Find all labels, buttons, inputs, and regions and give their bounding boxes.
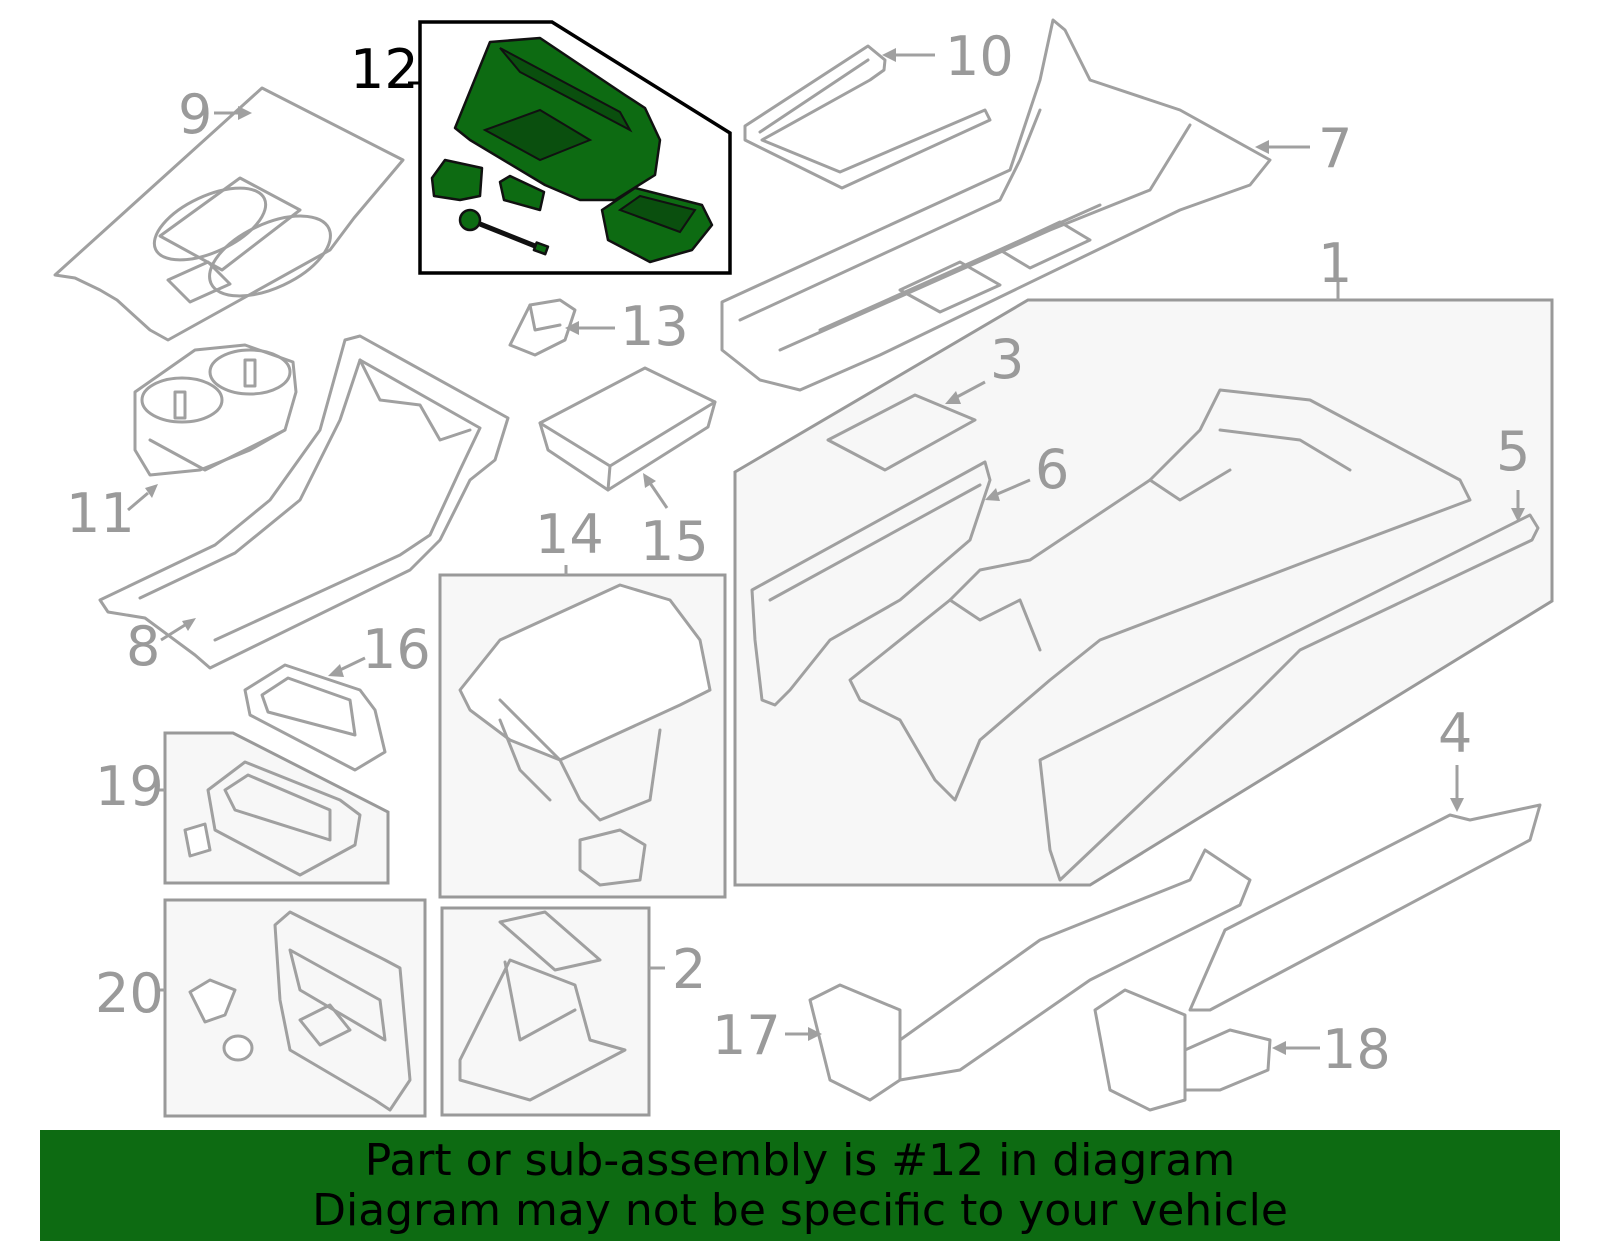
part-20-switch-panel — [188, 910, 412, 1112]
part-12-highlighted-assembly — [430, 36, 714, 264]
part-1-console-body — [848, 388, 1472, 802]
callout-18: 18 — [1322, 1018, 1391, 1081]
part-16-vent — [243, 663, 387, 772]
leader-lines — [127, 48, 1525, 1055]
group-box-2 — [440, 906, 651, 1117]
info-banner: Part or sub-assembly is #12 in diagram D… — [40, 1130, 1560, 1241]
callout-7: 7 — [1318, 117, 1352, 180]
callout-12: 12 — [350, 38, 419, 101]
callout-8: 8 — [126, 615, 160, 678]
callout-2: 2 — [672, 938, 706, 1001]
part-13-clip — [508, 298, 577, 357]
part-4-lower-trim — [1188, 803, 1542, 1012]
callout-19: 19 — [95, 755, 164, 818]
callout-4: 4 — [1438, 702, 1472, 765]
callout-5: 5 — [1496, 420, 1530, 483]
callout-14: 14 — [535, 503, 604, 566]
group-box-19 — [163, 731, 390, 885]
part-17-duct — [808, 848, 1252, 1102]
callout-3: 3 — [990, 328, 1024, 391]
part-3-mat — [826, 393, 977, 472]
part-11-cupholder — [133, 343, 298, 477]
part-2-bracket — [458, 910, 627, 1102]
part-18-duct — [1093, 988, 1272, 1112]
callout-17: 17 — [712, 1004, 781, 1067]
part-8-bezel-frame — [98, 334, 510, 670]
part-19-vent-assembly — [183, 760, 362, 877]
callout-11: 11 — [66, 482, 135, 545]
part-7-console-housing — [720, 18, 1272, 392]
callout-labels: 1 2 3 4 5 6 7 8 9 10 11 12 13 14 15 16 1… — [66, 25, 1530, 1081]
part-9-bezel — [53, 86, 405, 342]
callout-10: 10 — [945, 25, 1014, 88]
banner-line-1: Part or sub-assembly is #12 in diagram — [364, 1135, 1236, 1186]
part-10-trim-frame — [743, 44, 992, 190]
part-5-side-rail — [1038, 513, 1540, 882]
callout-16: 16 — [362, 618, 431, 681]
group-box-1 — [733, 298, 1554, 887]
part-15-tray — [538, 366, 717, 492]
callout-20: 20 — [95, 962, 164, 1025]
callout-1: 1 — [1318, 232, 1352, 295]
callout-9: 9 — [178, 83, 212, 146]
callout-6: 6 — [1035, 438, 1069, 501]
part-6-side-panel — [750, 460, 992, 707]
callout-15: 15 — [640, 510, 709, 573]
banner-line-2: Diagram may not be specific to your vehi… — [312, 1185, 1288, 1236]
callout-13: 13 — [620, 295, 689, 358]
part-14-armrest — [458, 583, 712, 887]
